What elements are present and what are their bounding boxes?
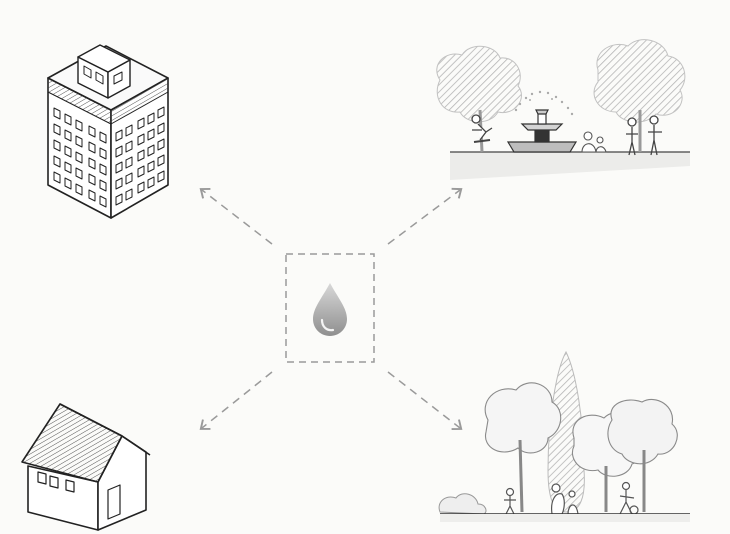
water-drop-icon	[313, 283, 347, 336]
arrow-to-apartment	[199, 187, 273, 245]
arrow-to-house	[199, 371, 273, 430]
arrow-to-plaza	[387, 187, 463, 245]
center-dashed-box	[285, 253, 375, 363]
arrow-to-park	[387, 371, 463, 431]
apartment-building-icon	[47, 44, 169, 219]
center-node	[285, 253, 375, 363]
fountain-plaza-icon	[436, 39, 690, 180]
park-trees-icon	[438, 350, 690, 522]
house-icon	[21, 403, 151, 531]
arrows	[199, 187, 463, 431]
